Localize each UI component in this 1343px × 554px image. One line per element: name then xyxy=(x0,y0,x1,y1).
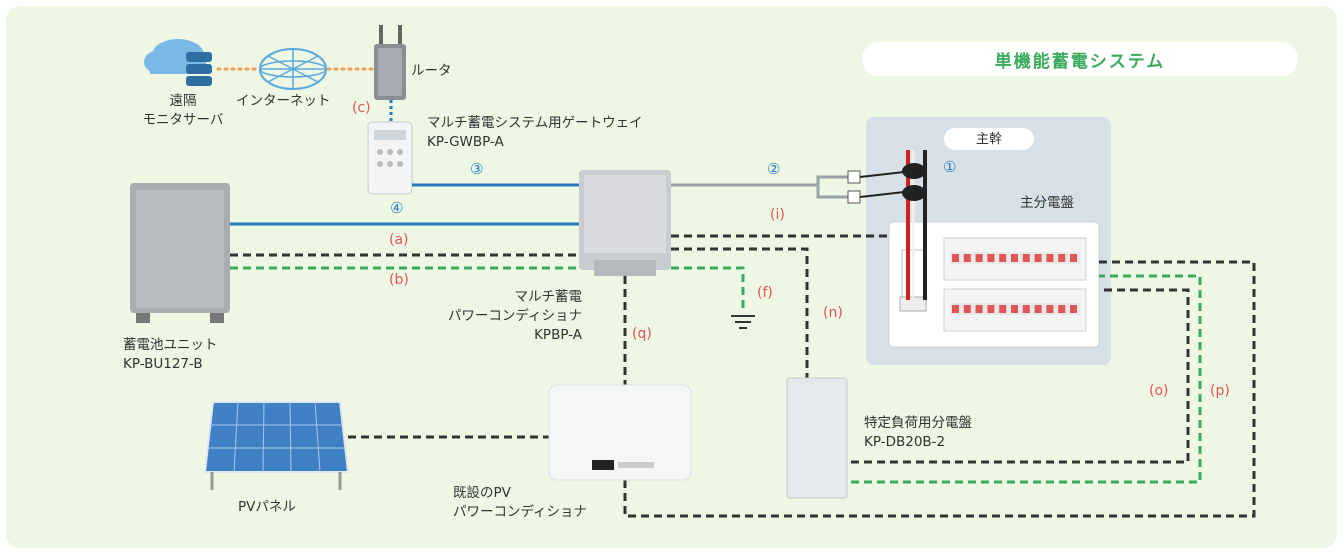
wire-label-b: (b) xyxy=(389,272,409,288)
cloud-server-icon xyxy=(144,39,212,86)
specific-panel-label-line2: KP-DB20B-2 xyxy=(864,434,946,450)
line-f xyxy=(671,266,745,312)
multi-pcs-device xyxy=(579,170,671,276)
specific-panel-label: 特定負荷用分電盤 KP-DB20B-2 xyxy=(864,414,972,452)
gateway-device xyxy=(367,121,413,195)
marker-1: ① xyxy=(943,158,957,176)
battery-label-line2: KP-BU127-B xyxy=(123,356,203,372)
main-trunk-label: 主幹 xyxy=(975,132,1002,147)
pv-panel-label: PVパネル xyxy=(238,499,296,515)
wire-label-q: (q) xyxy=(632,326,652,342)
main-trunk-pill xyxy=(944,128,1034,150)
ground-lines xyxy=(230,266,1202,484)
line-pvpcs-main xyxy=(623,260,1256,518)
specific-panel-label-line1: 特定負荷用分電盤 xyxy=(864,415,972,431)
pv-pcs-label: 既設のPV パワーコンディショナ xyxy=(453,484,587,522)
ct-clamp-upper xyxy=(902,163,926,179)
pv-pcs-label-line2: パワーコンディショナ xyxy=(453,504,588,520)
specific-load-panel xyxy=(786,377,848,499)
internet-globe-icon xyxy=(259,48,327,90)
breaker-switches xyxy=(950,252,1080,315)
wire-label-f: (f) xyxy=(757,285,773,301)
wire-label-a: (a) xyxy=(389,232,409,248)
pv-pcs-label-line1: 既設のPV xyxy=(453,485,511,501)
line-p xyxy=(851,274,1202,484)
ct-sensor-lower xyxy=(847,190,861,204)
ct-clamp-lower xyxy=(902,185,926,201)
power-lines xyxy=(230,234,1256,518)
wire-label-p: (p) xyxy=(1210,383,1230,399)
remote-server-label: 遠隔 モニタサーバ xyxy=(128,92,238,130)
gateway-label-line2: KP-GWBP-A xyxy=(427,134,504,150)
ct-wire-upper xyxy=(859,171,905,178)
pv-panel xyxy=(203,401,350,490)
router-icon xyxy=(374,25,406,100)
ground-icon xyxy=(731,315,755,329)
page-title: 単機能蓄電システム xyxy=(862,42,1298,76)
marker-2: ② xyxy=(767,160,781,178)
battery-label-line1: 蓄電池ユニット xyxy=(123,337,218,353)
marker-3: ③ xyxy=(470,160,484,178)
pcs-label-line1: マルチ蓄電 xyxy=(514,289,583,305)
wire-label-o: (o) xyxy=(1149,383,1169,399)
line-2-upper xyxy=(671,175,848,187)
pcs-label: マルチ蓄電 パワーコンディショナ KPBP-A xyxy=(430,288,582,345)
gateway-label-line1: マルチ蓄電システム用ゲートウェイ xyxy=(427,115,643,131)
wire-label-n: (n) xyxy=(823,305,843,321)
internet-label: インターネット xyxy=(236,93,331,109)
line-o xyxy=(851,288,1190,464)
router-label: ルータ xyxy=(411,63,452,79)
pcs-label-line2: パワーコンディショナ xyxy=(447,308,582,324)
line-2-lower xyxy=(816,185,848,199)
gateway-label: マルチ蓄電システム用ゲートウェイ KP-GWBP-A xyxy=(427,114,643,152)
pcs-label-line3: KPBP-A xyxy=(534,327,582,343)
wire-label-i: (i) xyxy=(770,207,785,223)
line-n xyxy=(671,247,809,378)
main-panel-label: 主分電盤 xyxy=(1020,195,1074,211)
battery-unit xyxy=(130,183,230,323)
pv-pcs-device xyxy=(548,384,692,481)
wire-label-c: (c) xyxy=(352,100,371,116)
remote-server-label-line2: モニタサーバ xyxy=(142,112,224,128)
marker-4: ④ xyxy=(390,199,404,217)
ct-wire-lower xyxy=(859,191,905,198)
remote-server-label-line1: 遠隔 xyxy=(169,93,197,109)
battery-label: 蓄電池ユニット KP-BU127-B xyxy=(123,336,218,374)
ct-sensor-upper xyxy=(847,170,861,184)
